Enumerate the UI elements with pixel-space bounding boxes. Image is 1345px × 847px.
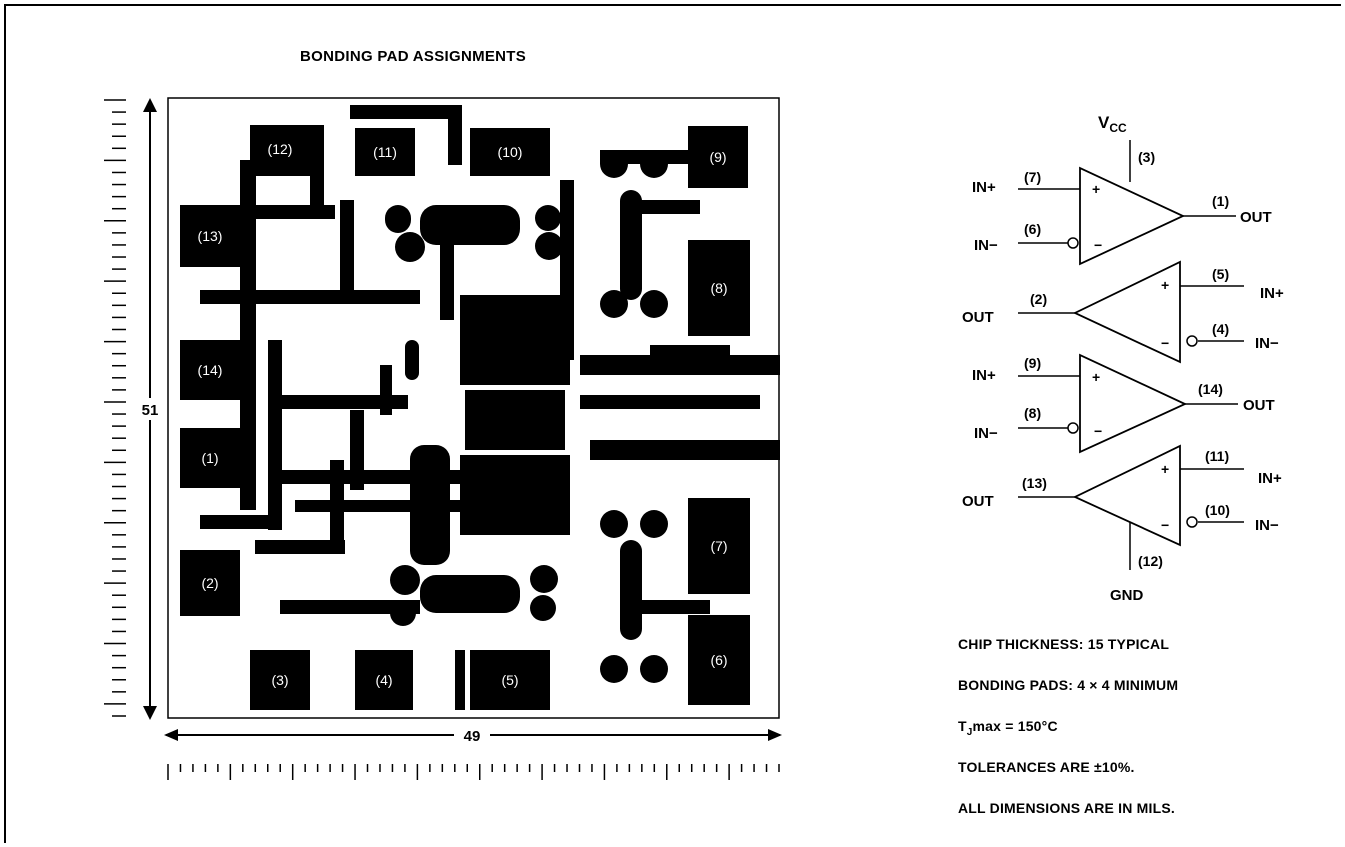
diagram-title: BONDING PAD ASSIGNMENTS	[300, 48, 527, 65]
bonding-pad: (3)	[250, 650, 310, 710]
svg-text:+: +	[1092, 369, 1100, 385]
bonding-pad: (1)	[180, 428, 240, 488]
pad-label: (6)	[710, 652, 727, 668]
amp1-in-minus: IN−	[974, 237, 998, 254]
amp3-out-pin: (14)	[1198, 381, 1223, 397]
amp2-out-pin: (2)	[1030, 291, 1047, 307]
amp3-out: OUT	[1243, 397, 1275, 414]
note-tolerances: TOLERANCES ARE ±10%.	[958, 759, 1135, 775]
bonding-pad: (2)	[180, 550, 240, 616]
amp4-in-minus-pin: (10)	[1205, 502, 1230, 518]
pad-label: (13)	[198, 228, 223, 244]
svg-text:+: +	[1092, 181, 1100, 197]
left-ruler	[104, 99, 126, 717]
amp2-in-plus: IN+	[1260, 285, 1284, 302]
amp2-in-plus-pin: (5)	[1212, 266, 1229, 282]
svg-text:+: +	[1161, 277, 1169, 293]
gnd-label: GND	[1110, 587, 1144, 604]
width-label: 49	[464, 728, 481, 745]
amp4-out: OUT	[962, 493, 994, 510]
svg-text:−: −	[1094, 237, 1102, 253]
svg-text:−: −	[1161, 517, 1169, 533]
bonding-pad: (6)	[688, 615, 750, 705]
pad-label: (5)	[501, 672, 518, 688]
pad-label: (12)	[268, 141, 293, 157]
pad-label: (10)	[498, 144, 523, 160]
bonding-pad: (11)	[355, 128, 415, 176]
amp4-in-minus: IN−	[1255, 517, 1279, 534]
bonding-pad: (4)	[355, 650, 413, 710]
amp-4: + − IN+ (11) IN− (10) OUT (13)	[962, 444, 1282, 570]
amp2-in-minus-pin: (4)	[1212, 321, 1229, 337]
pad-label: (3)	[271, 672, 288, 688]
bottom-ruler	[167, 764, 780, 780]
pad-label: (2)	[201, 575, 218, 591]
svg-text:−: −	[1094, 423, 1102, 439]
pad-label: (14)	[198, 362, 223, 378]
height-dimension: 51	[138, 98, 162, 720]
amp4-in-plus-pin: (11)	[1205, 448, 1229, 464]
amp-3: + − IN+ (9) IN− (8) OUT (14)	[972, 353, 1275, 454]
width-dimension: 49	[164, 725, 782, 745]
amp-2: + − IN+ (5) IN− (4) OUT (2)	[962, 260, 1284, 364]
bonding-pad: (9)	[688, 126, 748, 188]
bonding-pad: (10)	[470, 128, 550, 176]
bonding-pad: (5)	[470, 650, 550, 710]
amp1-out: OUT	[1240, 209, 1272, 226]
note-tj: TJmax = 150°C	[958, 718, 1058, 738]
pad-label: (9)	[709, 149, 726, 165]
pad-label: (11)	[373, 144, 397, 160]
pad-label: (7)	[710, 538, 727, 554]
bonding-pad: (14)	[180, 340, 240, 400]
amp-1: + − IN+ (7) IN− (6) OUT (1)	[972, 166, 1272, 266]
amp1-out-pin: (1)	[1212, 193, 1229, 209]
bonding-pad: (7)	[688, 498, 750, 594]
amp4-in-plus: IN+	[1258, 470, 1282, 487]
amp3-in-plus: IN+	[972, 367, 996, 384]
amp1-in-plus: IN+	[972, 179, 996, 196]
height-label: 51	[142, 402, 159, 419]
page-frame	[4, 4, 1341, 843]
bonding-pad: (13)	[180, 205, 240, 267]
bonding-pad: (8)	[688, 240, 750, 336]
amp3-in-plus-pin: (9)	[1024, 355, 1041, 371]
amp4-out-pin: (13)	[1022, 475, 1047, 491]
svg-text:−: −	[1161, 335, 1169, 351]
svg-text:+: +	[1161, 461, 1169, 477]
amp1-in-plus-pin: (7)	[1024, 169, 1041, 185]
pad-label: (4)	[375, 672, 392, 688]
note-thickness: CHIP THICKNESS: 15 TYPICAL	[958, 636, 1170, 652]
note-dimensions: ALL DIMENSIONS ARE IN MILS.	[958, 800, 1175, 816]
vcc-label: VCC	[1098, 113, 1127, 135]
amp3-in-minus: IN−	[974, 425, 998, 442]
pad-label: (8)	[710, 280, 727, 296]
bonding-pads: (12) (11) (10) (9) (13) (8) (14) (1) (7) (2) (3) (4…	[180, 125, 750, 710]
amp1-in-minus-pin: (6)	[1024, 221, 1041, 237]
pad-label: (1)	[201, 450, 218, 466]
bonding-pad: (12)	[250, 125, 310, 173]
note-pads: BONDING PADS: 4 × 4 MINIMUM	[958, 677, 1179, 693]
amp2-in-minus: IN−	[1255, 335, 1279, 352]
amp3-in-minus-pin: (8)	[1024, 405, 1041, 421]
gnd-pin: (12)	[1138, 553, 1163, 569]
amp2-out: OUT	[962, 309, 994, 326]
vcc-pin: (3)	[1138, 149, 1155, 165]
